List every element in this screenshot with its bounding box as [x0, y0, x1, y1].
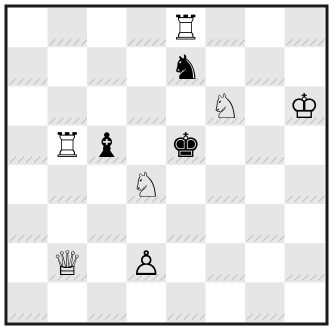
square-h5[interactable]: [285, 126, 325, 166]
square-g2[interactable]: [245, 243, 285, 283]
black-knight-icon[interactable]: ♞: [171, 48, 201, 88]
square-e4[interactable]: [166, 165, 206, 205]
white-queen-icon[interactable]: ♕: [52, 244, 82, 284]
square-h7[interactable]: [285, 47, 325, 87]
square-h3[interactable]: [285, 204, 325, 244]
square-g6[interactable]: [245, 86, 285, 126]
white-rook-icon[interactable]: ♖: [171, 9, 201, 49]
square-b1[interactable]: [48, 282, 88, 322]
white-pawn-icon[interactable]: ♙: [131, 244, 161, 284]
square-d1[interactable]: [127, 282, 167, 322]
square-f7[interactable]: [206, 47, 246, 87]
square-e2[interactable]: [166, 243, 206, 283]
square-f1[interactable]: [206, 282, 246, 322]
square-d7[interactable]: [127, 47, 167, 87]
square-a2[interactable]: [8, 243, 48, 283]
black-bishop-icon[interactable]: ♝: [92, 126, 122, 166]
square-c4[interactable]: [87, 165, 127, 205]
black-king-icon[interactable]: ♚: [171, 126, 201, 166]
square-a4[interactable]: [8, 165, 48, 205]
square-f5[interactable]: [206, 126, 246, 166]
square-d5[interactable]: [127, 126, 167, 166]
square-h1[interactable]: [285, 282, 325, 322]
square-b7[interactable]: [48, 47, 88, 87]
square-c6[interactable]: [87, 86, 127, 126]
square-d3[interactable]: [127, 204, 167, 244]
square-e6[interactable]: [166, 86, 206, 126]
square-c8[interactable]: [87, 8, 127, 48]
white-king-icon[interactable]: ♔: [289, 87, 319, 127]
square-a8[interactable]: [8, 8, 48, 48]
square-g8[interactable]: [245, 8, 285, 48]
square-g4[interactable]: [245, 165, 285, 205]
white-knight-icon[interactable]: ♘: [131, 165, 161, 205]
square-a6[interactable]: [8, 86, 48, 126]
white-rook-icon[interactable]: ♖: [52, 126, 82, 166]
square-b3[interactable]: [48, 204, 88, 244]
square-c2[interactable]: [87, 243, 127, 283]
square-f3[interactable]: [206, 204, 246, 244]
white-knight-icon[interactable]: ♘: [210, 87, 240, 127]
